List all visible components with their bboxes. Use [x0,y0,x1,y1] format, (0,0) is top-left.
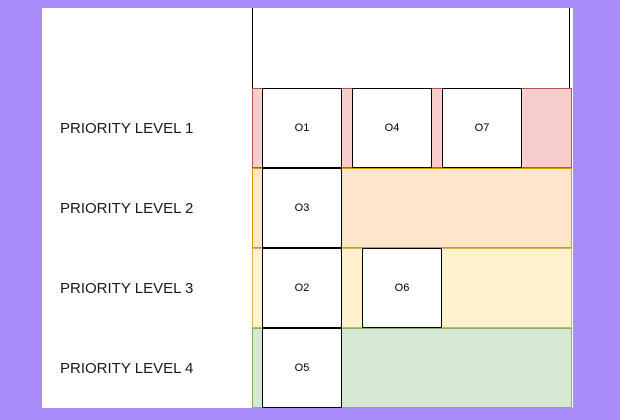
node-o2[interactable]: O2 [262,248,342,328]
priority-level-4-label: PRIORITY LEVEL 4 [60,359,194,377]
diagram-canvas: PRIORITY LEVEL 1 PRIORITY LEVEL 2 PRIORI… [42,8,573,408]
priority-level-1-label: PRIORITY LEVEL 1 [60,119,194,137]
header-box [252,8,570,88]
node-o7[interactable]: O7 [442,88,522,168]
node-o6[interactable]: O6 [362,248,442,328]
node-o1[interactable]: O1 [262,88,342,168]
priority-level-2-label: PRIORITY LEVEL 2 [60,199,194,217]
node-o5[interactable]: O5 [262,328,342,408]
node-o3[interactable]: O3 [262,168,342,248]
priority-level-3-label: PRIORITY LEVEL 3 [60,279,194,297]
node-o4[interactable]: O4 [352,88,432,168]
